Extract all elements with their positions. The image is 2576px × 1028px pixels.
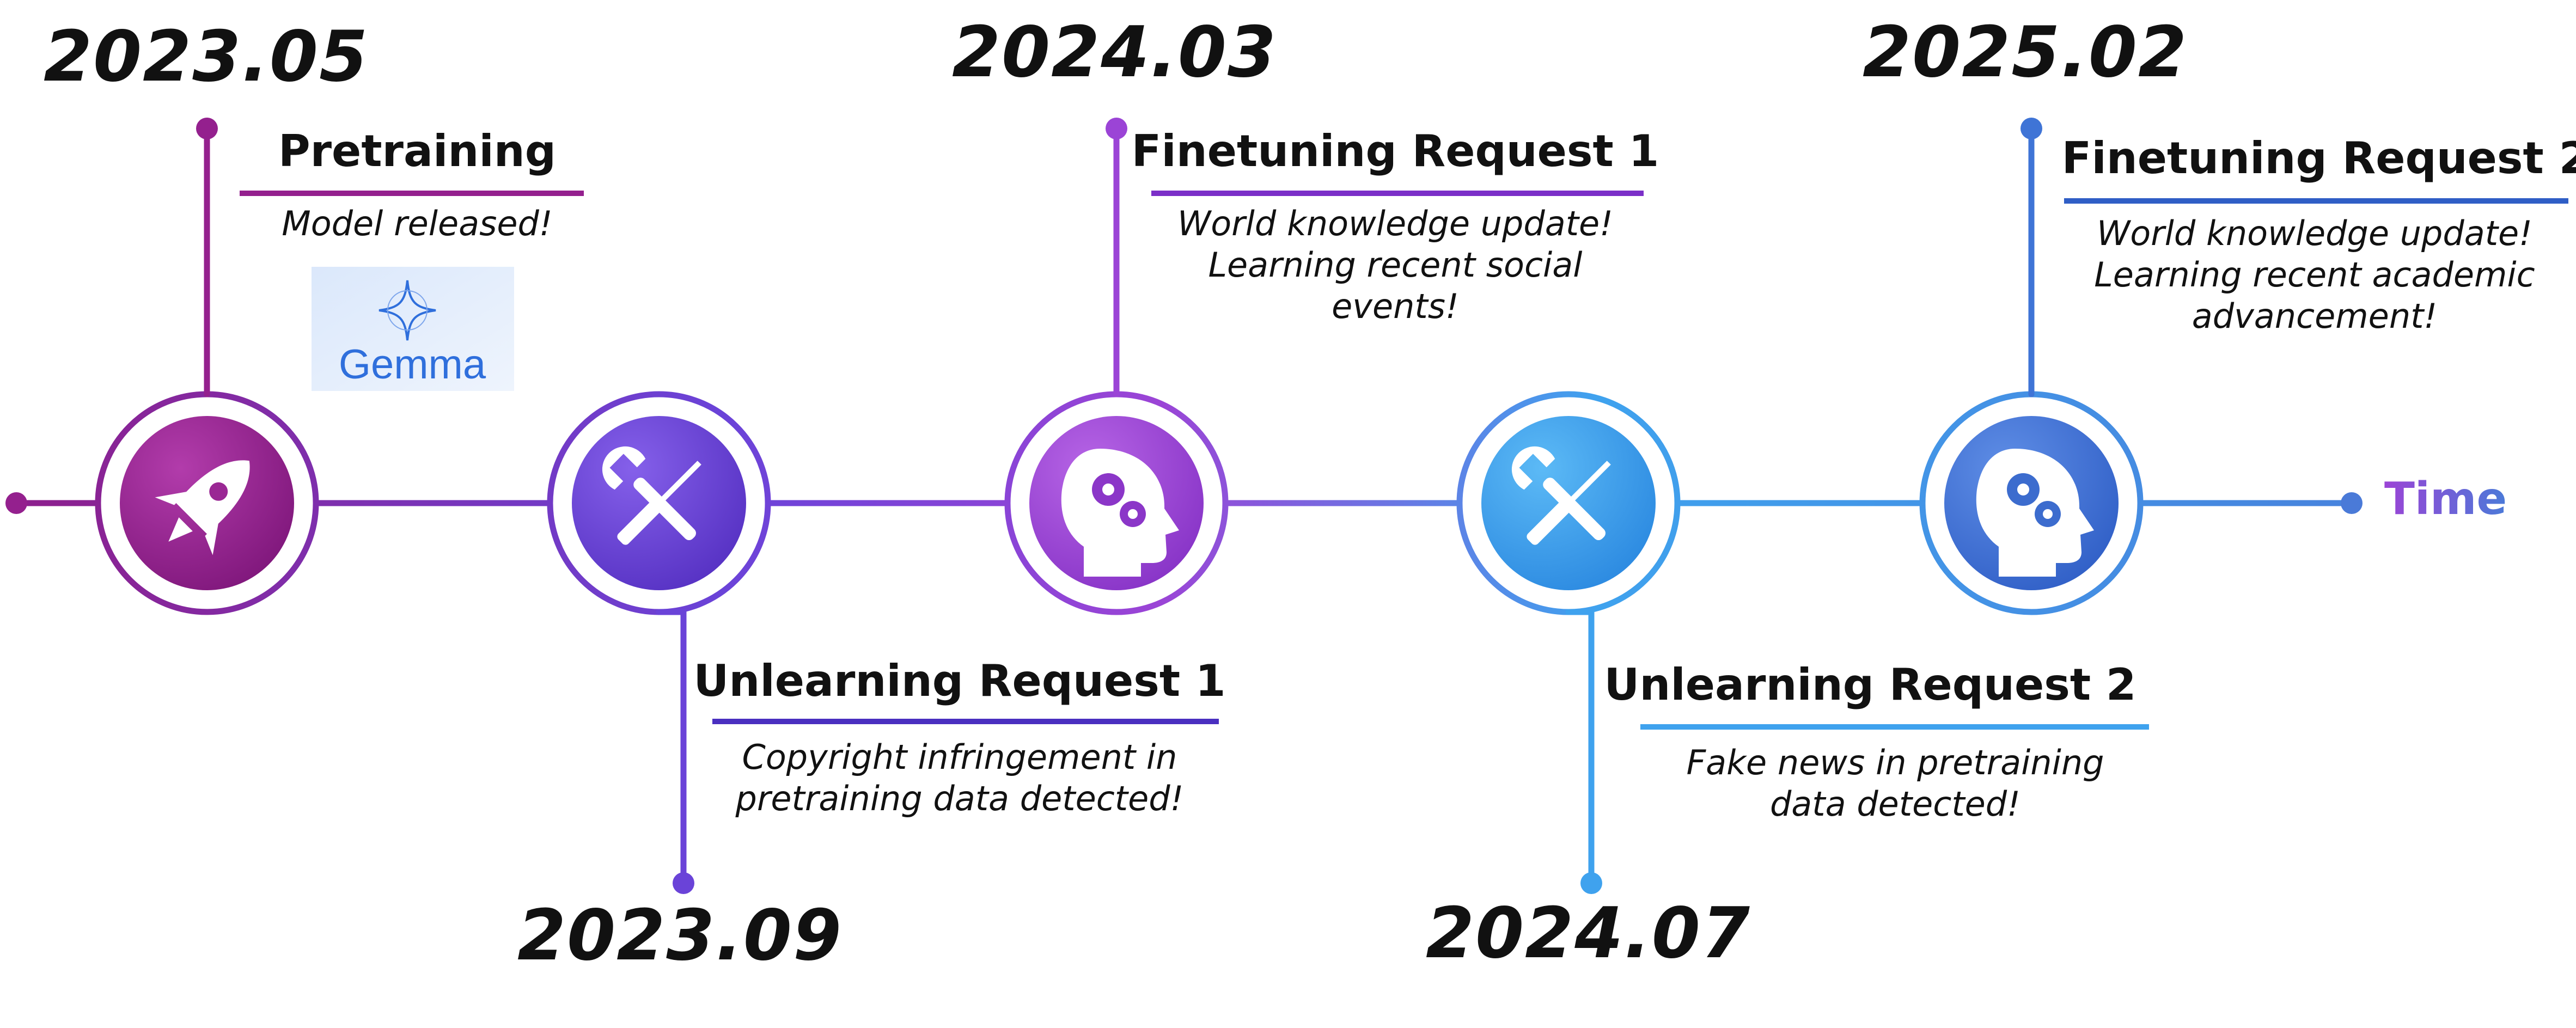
timeline-axis [13,391,2355,615]
gemma-logo: Gemma [312,267,514,391]
title-underline [240,191,584,196]
tools-icon [1511,446,1611,545]
rocket-icon [155,460,250,555]
endpoint-dots [5,118,2363,894]
head-gears-icon [1976,449,2094,577]
title-underline [1151,191,1644,196]
event-desc-line: Learning recent social [1208,245,1583,285]
event-desc-line: pretraining data detected! [735,779,1184,818]
title-underline [2064,198,2568,204]
sparkle-icon [379,280,436,341]
event-node-unlearning-2 [1481,416,1656,590]
event-desc-line: Copyright infringement in [742,737,1177,777]
date-label: 2025.02 [1863,12,2188,93]
event-desc-line: events! [1332,286,1459,326]
event-desc-line: Model released! [282,204,553,243]
title-underline [1640,724,2149,730]
event-title: Unlearning Request 2 [1604,659,2136,710]
date-label: 2024.03 [952,12,1277,93]
date-label: 2023.05 [44,16,369,97]
event-node-unlearning-1 [572,416,746,590]
event-title: Finetuning Request 2 [2062,133,2576,183]
event-desc-line: advancement! [2192,296,2438,336]
tools-icon [602,446,701,545]
head-gears-icon [1061,449,1179,577]
title-underline [712,719,1219,724]
date-label: 2024.07 [1426,893,1751,974]
event-node-pretraining [120,416,294,590]
event-node-finetuning-1 [1029,416,1204,590]
event-desc-line: World knowledge update! [2097,213,2532,253]
time-axis-label: Time [2384,473,2507,525]
date-connectors [204,125,2035,886]
event-title: Pretraining [278,126,556,176]
event-desc-line: Fake news in pretraining [1687,743,2104,782]
event-desc-line: Learning recent academic [2094,255,2535,295]
event-title: Finetuning Request 1 [1132,126,1659,176]
event-node-finetuning-2 [1944,416,2119,590]
date-label: 2023.09 [517,895,843,976]
gemma-logo-text: Gemma [339,341,486,388]
event-desc-line: World knowledge update! [1177,204,1613,243]
event-title: Unlearning Request 1 [693,656,1225,706]
event-desc-line: data detected! [1770,784,2020,824]
